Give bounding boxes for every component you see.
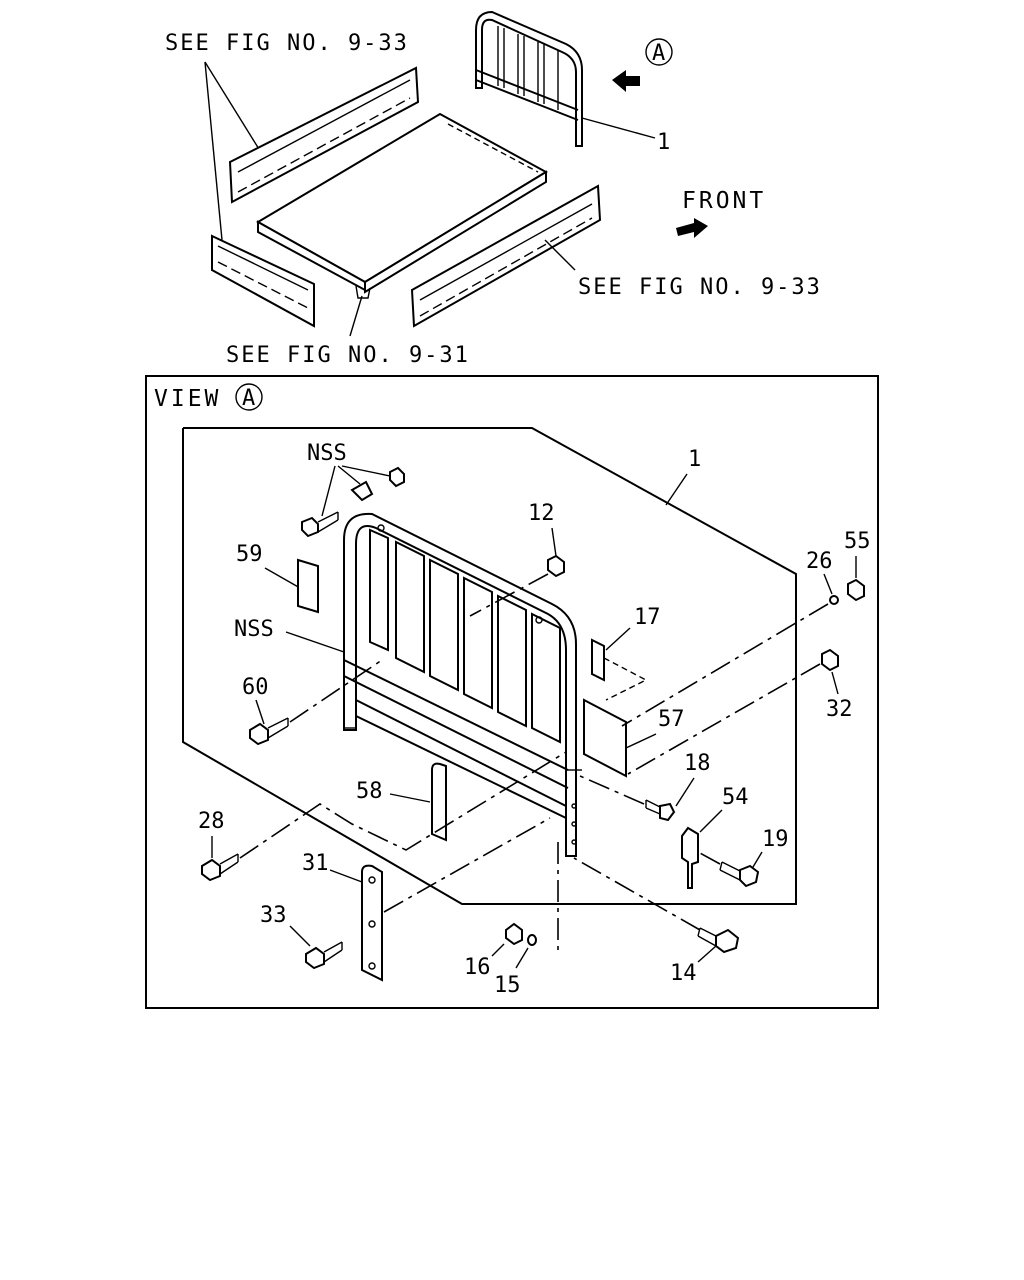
bolt-18: [645, 799, 676, 822]
center-line: [627, 663, 821, 775]
washer-26: [829, 595, 839, 605]
leader-line: [665, 473, 688, 506]
side-panel-right-lower: [410, 184, 602, 328]
view-a-frame: [145, 375, 879, 1009]
center-line: [697, 851, 721, 865]
headboard-ref-label: 1: [657, 130, 670, 155]
leader-line: [341, 465, 391, 477]
view-a-panel: VIEW A 1 NSS: [145, 375, 879, 1009]
part-label-57: 57: [658, 707, 685, 732]
part-54-bracket: [681, 826, 699, 889]
headboard-small: [475, 10, 583, 147]
leader-line: [699, 809, 723, 833]
leader-line: [544, 239, 576, 271]
leader-line: [337, 465, 361, 485]
center-line: [239, 751, 567, 859]
part-label-1: 1: [688, 447, 701, 472]
part-label-18: 18: [684, 751, 711, 776]
part-59-bracket: [297, 558, 319, 614]
part-label-55: 55: [844, 529, 871, 554]
leader-line: [321, 465, 336, 517]
leader-line: [675, 777, 695, 807]
part-label-58: 58: [356, 779, 383, 804]
callout-left-label: SEE FIG NO. 9-33: [165, 31, 409, 56]
top-exploded-body: SEE FIG NO. 9-33 SEE FIG NO. 9-31: [165, 10, 822, 368]
leader-line: [204, 61, 223, 241]
part-label-33: 33: [260, 903, 287, 928]
view-marker-top: A: [652, 41, 665, 66]
part-label-28: 28: [198, 809, 225, 834]
nut-16: [505, 922, 523, 946]
leader-line: [581, 117, 656, 139]
headboard-frame: [343, 512, 582, 857]
part-label-12: 12: [528, 501, 555, 526]
side-panel-left-lower: [211, 234, 315, 328]
view-arrow-icon: [612, 70, 640, 92]
part-label-19: 19: [762, 827, 789, 852]
part-57-plate: [583, 698, 627, 778]
bolt-19: [719, 861, 760, 888]
center-line: [621, 603, 829, 727]
part-label-16: 16: [464, 955, 491, 980]
assembly-outline: [182, 427, 797, 905]
front-arrow-icon: [676, 218, 708, 238]
leader-line: [289, 925, 311, 947]
leader-line: [329, 869, 363, 883]
part-label-31: 31: [302, 851, 329, 876]
leader-line: [831, 671, 839, 695]
center-line: [469, 573, 549, 617]
part-label-54: 54: [722, 785, 749, 810]
leader-line: [823, 573, 833, 595]
circle-marker-icon: [645, 38, 673, 66]
leader-line: [285, 631, 345, 653]
leader-line: [255, 699, 265, 725]
part-17-clip: [591, 638, 605, 682]
circle-marker-icon: [235, 383, 263, 411]
part-label-nss-top: NSS: [307, 441, 347, 466]
nut-32: [821, 648, 839, 672]
washer-15: [527, 934, 537, 946]
bolt-60: [249, 717, 289, 746]
part-label-14: 14: [670, 961, 697, 986]
part-label-32: 32: [826, 697, 853, 722]
nut-12: [547, 554, 565, 578]
leader-line: [264, 567, 301, 589]
nss-clip: [350, 480, 374, 502]
part-label-26: 26: [806, 549, 833, 574]
bolt-14: [697, 927, 740, 954]
center-line: [579, 775, 645, 805]
leader-line: [204, 61, 263, 155]
part-label-nss-frame: NSS: [234, 617, 274, 642]
leader-line: [697, 945, 717, 963]
part-31-bracket: [361, 864, 383, 982]
bolt-33: [305, 941, 343, 970]
front-label: FRONT: [682, 188, 766, 214]
part-label-60: 60: [242, 675, 269, 700]
part-label-17: 17: [634, 605, 661, 630]
center-line: [383, 817, 551, 913]
callout-right-label: SEE FIG NO. 9-33: [578, 275, 822, 300]
view-title: VIEW: [154, 386, 221, 412]
center-line: [573, 857, 701, 931]
leader-line: [625, 733, 657, 749]
nut-55: [847, 578, 865, 602]
cargo-floor: [255, 112, 549, 299]
nss-bolt: [301, 511, 339, 538]
view-marker: A: [242, 386, 255, 411]
leader-line: [349, 295, 363, 337]
bolt-28: [201, 853, 239, 882]
side-panel-left-upper: [228, 66, 420, 204]
part-label-59: 59: [236, 542, 263, 567]
part-label-15: 15: [494, 973, 521, 998]
leader-line: [491, 943, 505, 957]
leader-line: [551, 527, 557, 557]
callout-bottom-label: SEE FIG NO. 9-31: [226, 343, 470, 368]
leader-line: [515, 947, 529, 969]
nss-nut: [389, 466, 405, 488]
leader-line: [605, 627, 631, 651]
center-line: [289, 659, 383, 723]
leader-line: [389, 793, 431, 803]
part-58-bracket: [431, 762, 447, 842]
